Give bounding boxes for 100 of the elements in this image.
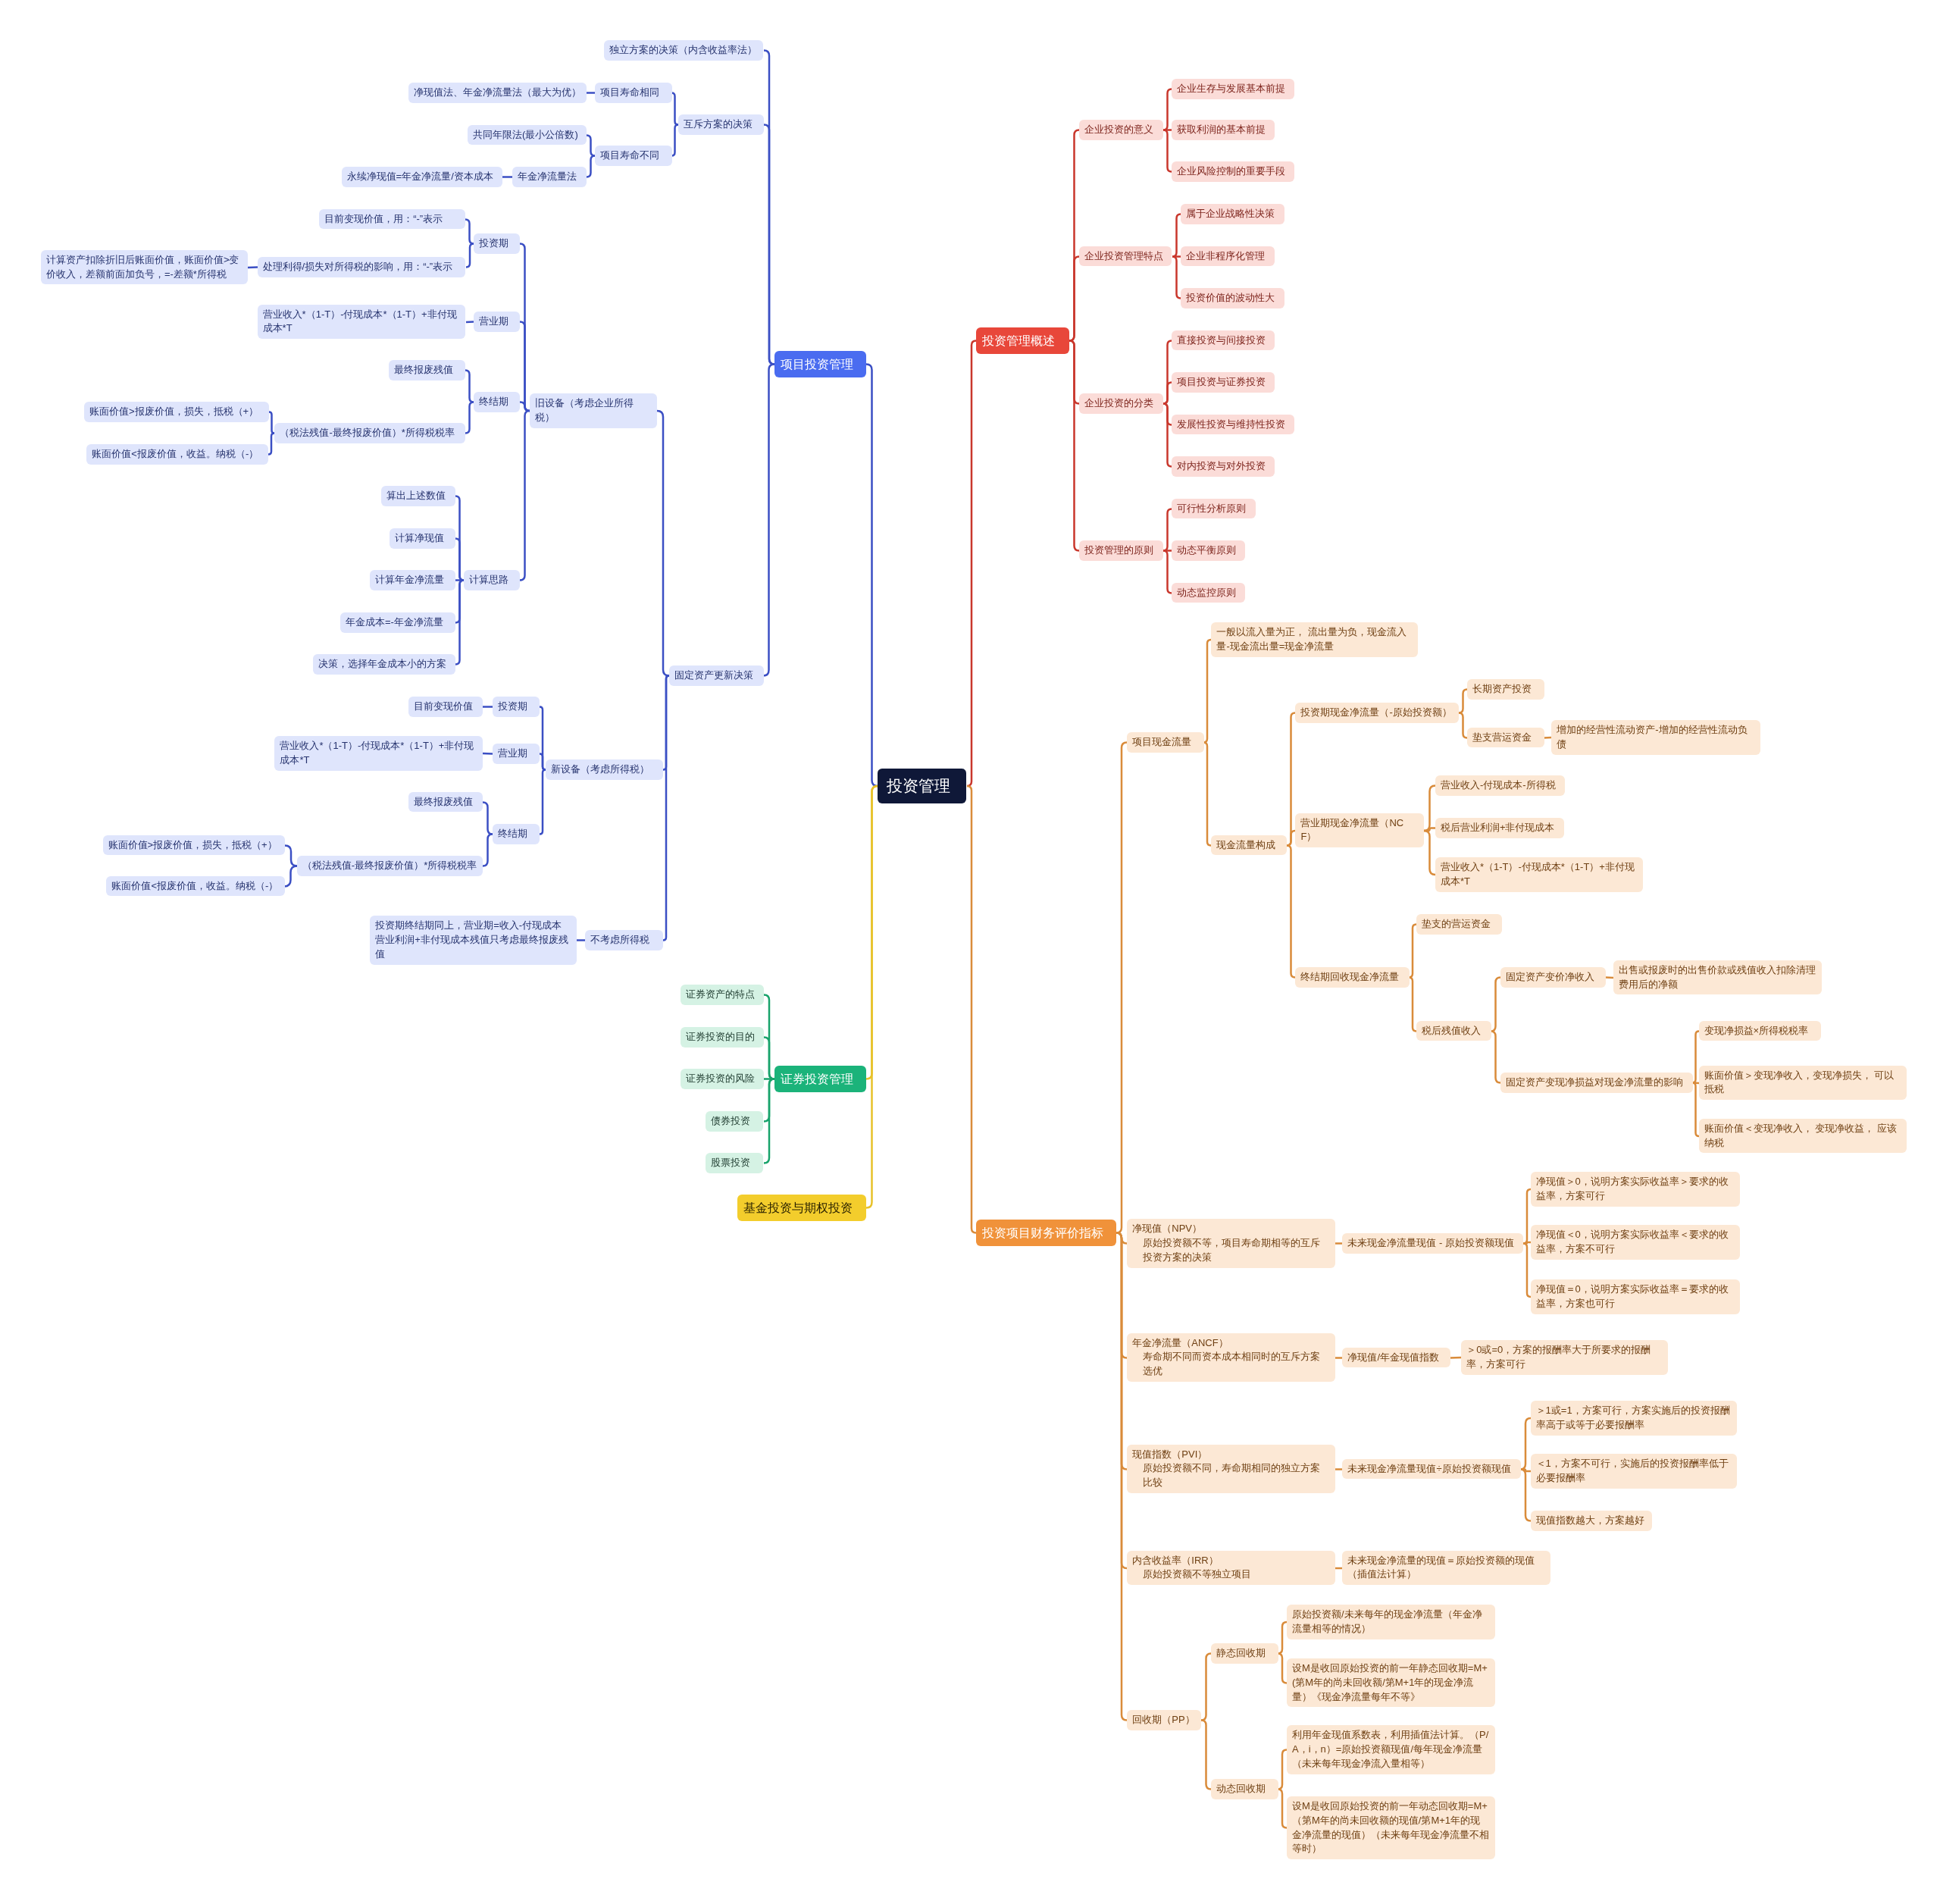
subtopic-box: 永续净现值=年金净流量/资本成本: [341, 167, 502, 187]
connector-line: [519, 401, 530, 412]
subtopic-box: 营业收入*（1-T）-付现成本*（1-T）+非付现成本*T: [1435, 857, 1644, 892]
subtopic-box: 未来现金净流量现值÷原始投资额现值: [1342, 1458, 1521, 1480]
connector-line: [482, 752, 493, 755]
branch-topic: 项目投资管理: [774, 350, 866, 377]
subtopic-box: ＞0或=0，方案的报酬率大于所要求的报酬率，方案可行: [1461, 1340, 1669, 1375]
subtopic-box: 垫支的营运资金: [1416, 914, 1503, 935]
subtopic-box: 属于企业战略性决策: [1180, 203, 1284, 224]
subtopic-box: 税后残值收入: [1416, 1020, 1491, 1041]
subtopic-box: 获取利润的基本前提: [1172, 119, 1275, 140]
connector-line: [1162, 129, 1173, 173]
subtopic-box: 证券资产的特点: [681, 985, 764, 1006]
subtopic-box: 证券投资的目的: [681, 1026, 764, 1048]
subtopic-box: 净现值法、年金净流量法（最大为优）: [408, 82, 587, 103]
topic-heading: 年金净流量（ANCF）: [1132, 1336, 1229, 1350]
topic-heading: 内含收益率（IRR）: [1132, 1553, 1219, 1567]
subtopic-box: 营业收入*（1-T）-付现成本*（1-T）+非付现成本*T: [257, 304, 466, 340]
subtopic-box: 算出上述数值: [380, 486, 456, 507]
subtopic-box: 固定资产变价净收入: [1500, 967, 1607, 988]
subtopic-box: 项目寿命相同: [595, 82, 672, 103]
subtopic-box: 现值指数越大，方案越好: [1530, 1511, 1652, 1531]
subtopic-box: 增加的经营性流动资产-增加的经营性流动负债: [1551, 720, 1761, 755]
connector-line: [587, 92, 595, 94]
subtopic-box: 旧设备（考虑企业所得税）: [529, 393, 658, 428]
subtopic-box: 出售或报废时的出售价款或残值收入扣除清理费用后的净额: [1613, 960, 1822, 995]
subtopic-box: 投资期现金净流量（-原始投资额）: [1295, 702, 1460, 723]
subtopic-box: 营业收入*（1-T）-付现成本*（1-T）+非付现成本*T: [274, 736, 483, 771]
subtopic-box: 不考虑所得税: [585, 930, 664, 951]
topic-note: 原始投资额不等独立项目: [1142, 1567, 1253, 1582]
connector-line: [465, 321, 474, 324]
connector-line: [1335, 1242, 1342, 1245]
connector-line: [464, 401, 475, 434]
subtopic-box: 独立方案的决策（内含收益率法）: [603, 40, 764, 61]
subtopic-box: 证券投资的风险: [681, 1069, 764, 1090]
subtopic-box: 企业风险控制的重要手段: [1172, 161, 1294, 183]
subtopic-box: 计算净现值: [390, 528, 455, 549]
subtopic-box: 企业生存与发展基本前提: [1172, 79, 1294, 99]
subtopic-box: 互斥方案的决策: [677, 114, 764, 136]
subtopic-box: [1127, 1219, 1335, 1268]
subtopic-box: [1127, 1444, 1335, 1494]
subtopic-box: [1127, 1550, 1335, 1586]
subtopic-box: 企业投资管理特点: [1078, 246, 1172, 267]
subtopic-box: 净现值＝0，说明方案实际收益率＝要求的收益率，方案也可行: [1530, 1279, 1740, 1314]
subtopic-box: 项目投资与证券投资: [1172, 372, 1275, 393]
connector-line: [1162, 550, 1173, 594]
subtopic-box: ＜1，方案不可行，实施后的投资报酬率低于必要报酬率: [1530, 1454, 1738, 1489]
central-topic: 投资管理: [877, 768, 967, 804]
topic-note: 原始投资额不同，寿命期相同的独立方案比较: [1142, 1461, 1322, 1490]
subtopic-box: 净现值/年金现值指数: [1342, 1347, 1450, 1368]
subtopic-box: 固定资产更新决策: [669, 665, 764, 686]
connector-line: [502, 176, 512, 178]
branch-topic: 投资项目财务评价指标: [976, 1219, 1116, 1246]
subtopic-box: 账面价值<报废价值，收益。纳税（-）: [86, 443, 269, 465]
subtopic-box: 固定资产变现净损益对现金净流量的影响: [1500, 1073, 1693, 1093]
branch-topic: 基金投资与期权投资: [737, 1195, 867, 1222]
subtopic-box: ＞1或=1，方案可行，方案实施后的投资报酬率高于或等于必要报酬率: [1530, 1401, 1738, 1436]
subtopic-box: 营业期: [492, 743, 540, 764]
subtopic-box: 未来现金净流量的现值＝原始投资额的现值（插值法计算）: [1342, 1550, 1550, 1586]
subtopic-box: 净现值＞0，说明方案实际收益率＞要求的收益率，方案可行: [1530, 1172, 1740, 1207]
subtopic-box: 目前变现价值，用：“-”表示: [319, 208, 466, 230]
subtopic-box: 一般以流入量为正， 流出量为负，现金流入量-现金流出量=现金净流量: [1211, 622, 1419, 657]
subtopic-box: （税法残值-最终报废价值）*所得税税率: [296, 856, 483, 877]
subtopic-box: 动态监控原则: [1172, 582, 1245, 603]
subtopic-box: 投资期: [492, 696, 540, 717]
topic-note: 寿命期不同而资本成本相同时的互斥方案选优: [1142, 1350, 1322, 1379]
subtopic-box: 处理利得/损失对所得税的影响，用：“-”表示: [257, 257, 466, 278]
connector-line: [538, 769, 547, 835]
subtopic-box: 直接投资与间接投资: [1172, 330, 1275, 351]
subtopic-box: 计算思路: [464, 570, 520, 591]
subtopic-box: 设M是收回原始投资的前一年静态回收期=M+(第M年的尚未回收额/第M+1年的现金净流量）《现金净流量每年不等》: [1287, 1658, 1495, 1708]
subtopic-box: 动态回收期: [1211, 1779, 1278, 1800]
subtopic-box: 企业投资的分类: [1078, 393, 1163, 414]
subtopic-box: （税法残值-最终报废价值）*所得税税率: [274, 422, 465, 443]
subtopic-box: 发展性投资与维持性投资: [1172, 414, 1294, 435]
subtopic-box: 计算年金净流量: [370, 570, 456, 591]
subtopic-box: 设M是收回原始投资的前一年动态回收期=M+（第M年的尚未回收额的现值/第M+1年的现金净流量的现值）（未来每年现金净流量不相等时）: [1287, 1796, 1495, 1860]
subtopic-box: 项目现金流量: [1127, 732, 1204, 753]
subtopic-box: 净现值＜0，说明方案实际收益率＜要求的收益率，方案不可行: [1530, 1225, 1740, 1260]
branch-topic: 证券投资管理: [774, 1066, 866, 1093]
subtopic-box: 终结期回收现金净流量: [1295, 967, 1410, 988]
subtopic-box: 长期资产投资: [1467, 678, 1544, 700]
subtopic-box: 企业投资的意义: [1078, 119, 1163, 140]
subtopic-box: 账面价值<报废价值，收益。纳税（-）: [106, 875, 285, 897]
subtopic-box: 最终报废残值: [408, 791, 483, 813]
connector-line: [465, 243, 475, 268]
subtopic-box: 投资管理的原则: [1078, 540, 1163, 561]
subtopic-box: 共同年限法(最小公倍数): [468, 124, 587, 146]
branch-topic: 投资管理概述: [976, 327, 1069, 354]
subtopic-box: 动态平衡原则: [1172, 540, 1245, 561]
topic-heading: 现值指数（PVI）: [1132, 1447, 1209, 1461]
subtopic-box: 投资价值的波动性大: [1180, 288, 1284, 308]
subtopic-box: 新设备（考虑所得税）: [546, 759, 664, 780]
connector-line: [1335, 1357, 1342, 1359]
subtopic-box: 可行性分析原则: [1172, 498, 1256, 519]
subtopic-box: 终结期: [492, 823, 540, 844]
connector-line: [965, 784, 978, 1234]
subtopic-box: 年金成本=-年金净流量: [340, 612, 455, 633]
subtopic-box: 静态回收期: [1211, 1643, 1278, 1664]
subtopic-box: 计算资产扣除折旧后账面价值，账面价值>变价收入，差额前面加负号，=-差额*所得税: [40, 249, 248, 285]
